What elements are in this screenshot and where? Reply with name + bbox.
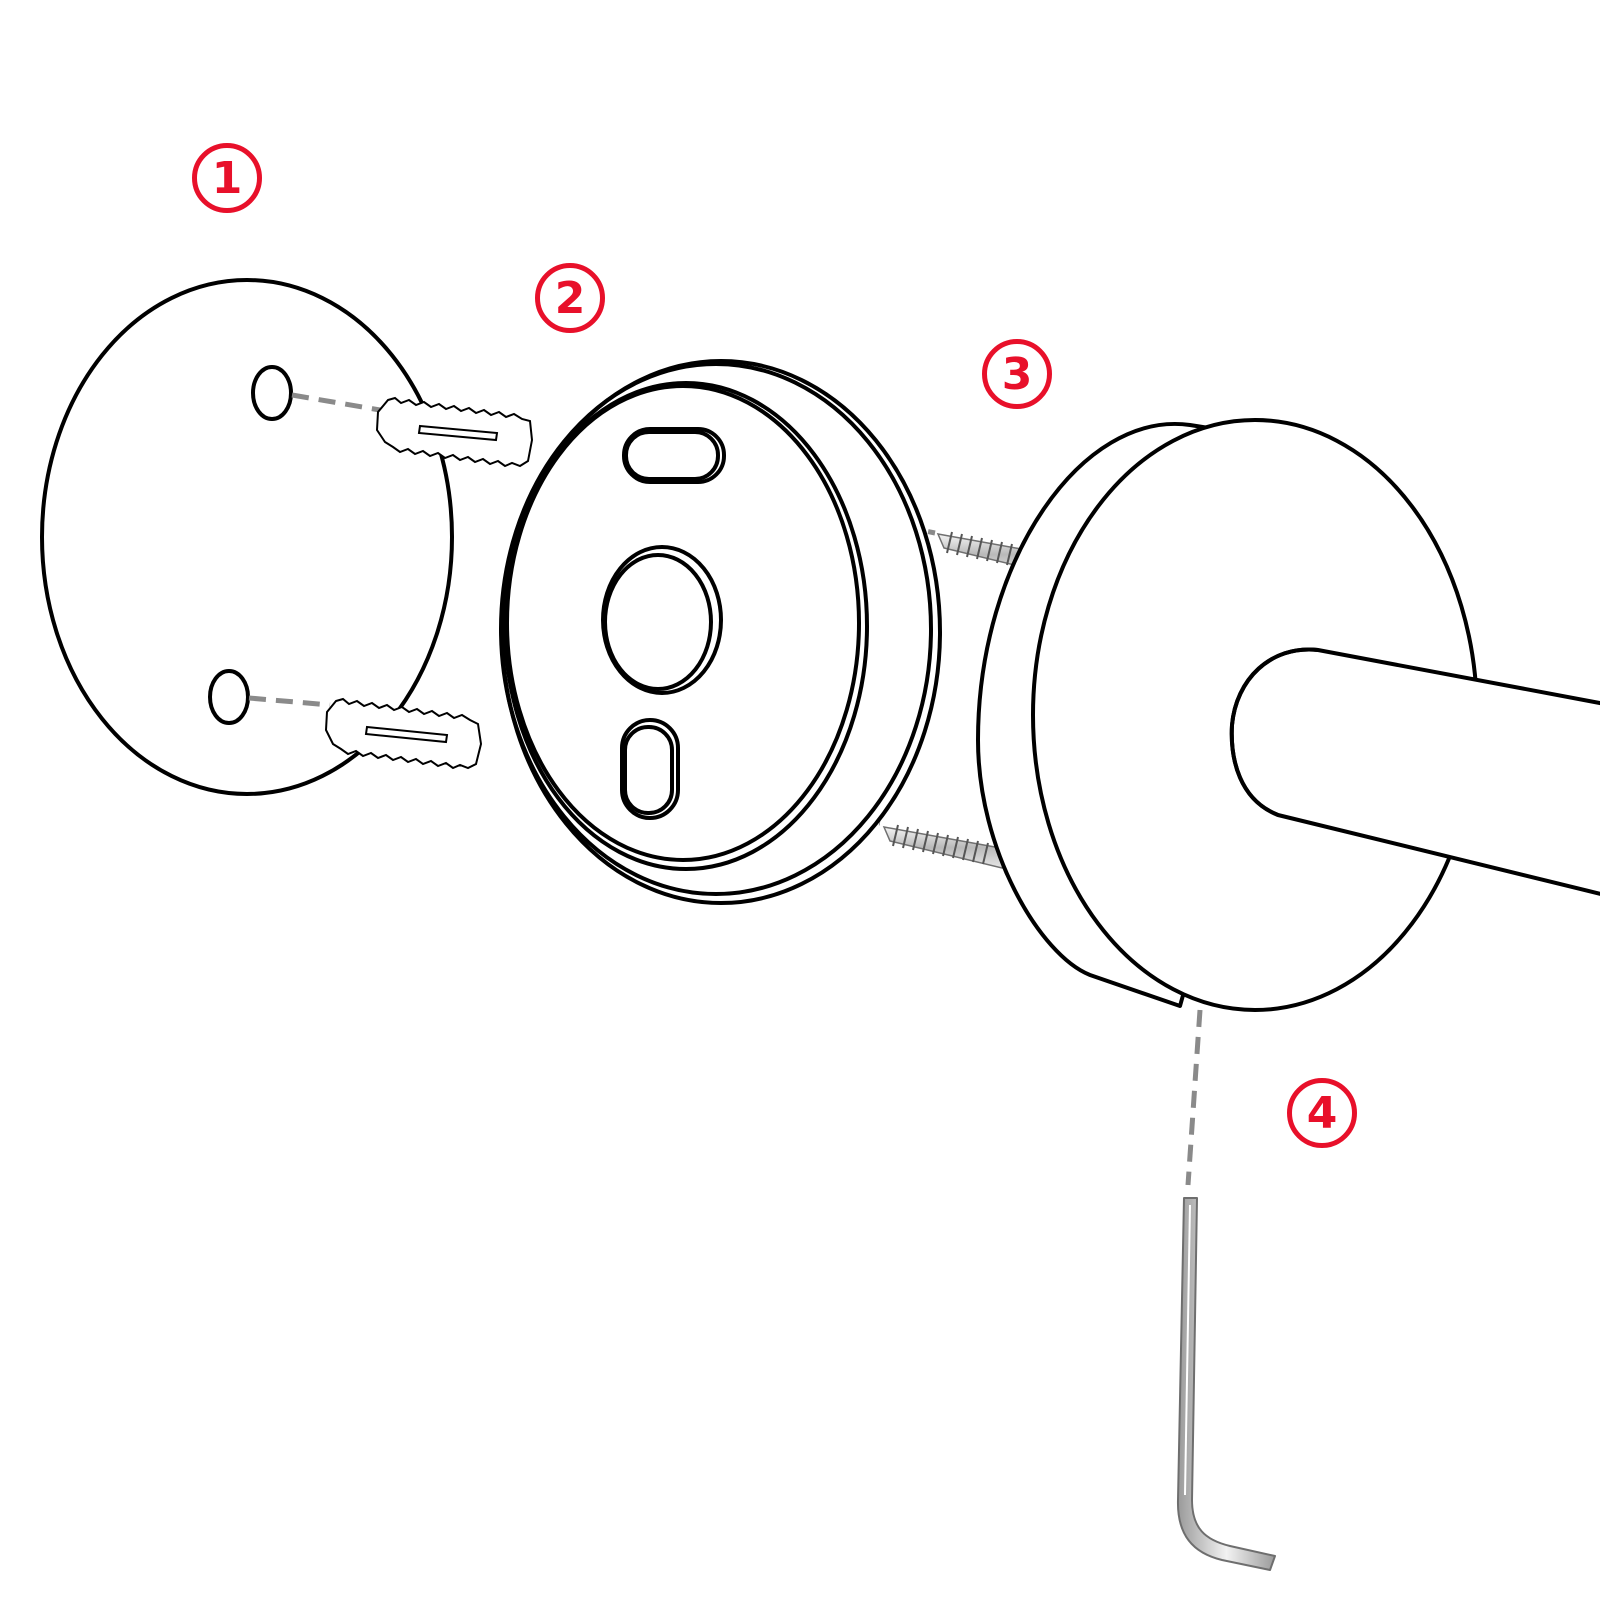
- step-marker-3: 3: [982, 339, 1052, 409]
- wall-hole-bottom: [208, 669, 250, 725]
- wall-anchor-top: [375, 396, 534, 468]
- rail-tube-end: [1229, 647, 1319, 817]
- plate-center-hole-rim: [601, 545, 723, 695]
- step-marker-1: 1: [192, 143, 262, 213]
- guide-hole-to-anchor-top: [291, 392, 381, 413]
- anchor-body: [324, 697, 483, 770]
- plate-slot-top: [624, 430, 720, 481]
- plate-center-hole: [603, 553, 713, 691]
- plate-rim: [499, 362, 933, 896]
- plate-slot-bottom: [623, 725, 674, 815]
- mounting-plate: [499, 359, 942, 905]
- anchor-slot: [417, 424, 499, 442]
- hex-key-body: [1176, 1197, 1276, 1571]
- hex-key-highlight: [1184, 1204, 1191, 1496]
- guide-base-to-hex-key: [1185, 1009, 1203, 1186]
- guide-hole-to-anchor-bottom: [248, 695, 331, 708]
- wall-hole-top: [251, 365, 293, 421]
- plate-slot-bottom-rim: [620, 718, 680, 820]
- plate-face: [505, 384, 861, 862]
- screw-threads: [892, 824, 989, 865]
- wall-disc-outline: [40, 278, 454, 796]
- wall-anchor-bottom: [324, 697, 483, 770]
- step-marker-2: 2: [535, 263, 605, 333]
- hex-key: [1176, 1197, 1276, 1571]
- wall-surface: [40, 278, 454, 796]
- step-marker-4: 4: [1287, 1078, 1357, 1148]
- anchor-slot: [364, 725, 449, 744]
- anchor-body: [375, 396, 534, 468]
- rail-base-cover: [976, 418, 1600, 1012]
